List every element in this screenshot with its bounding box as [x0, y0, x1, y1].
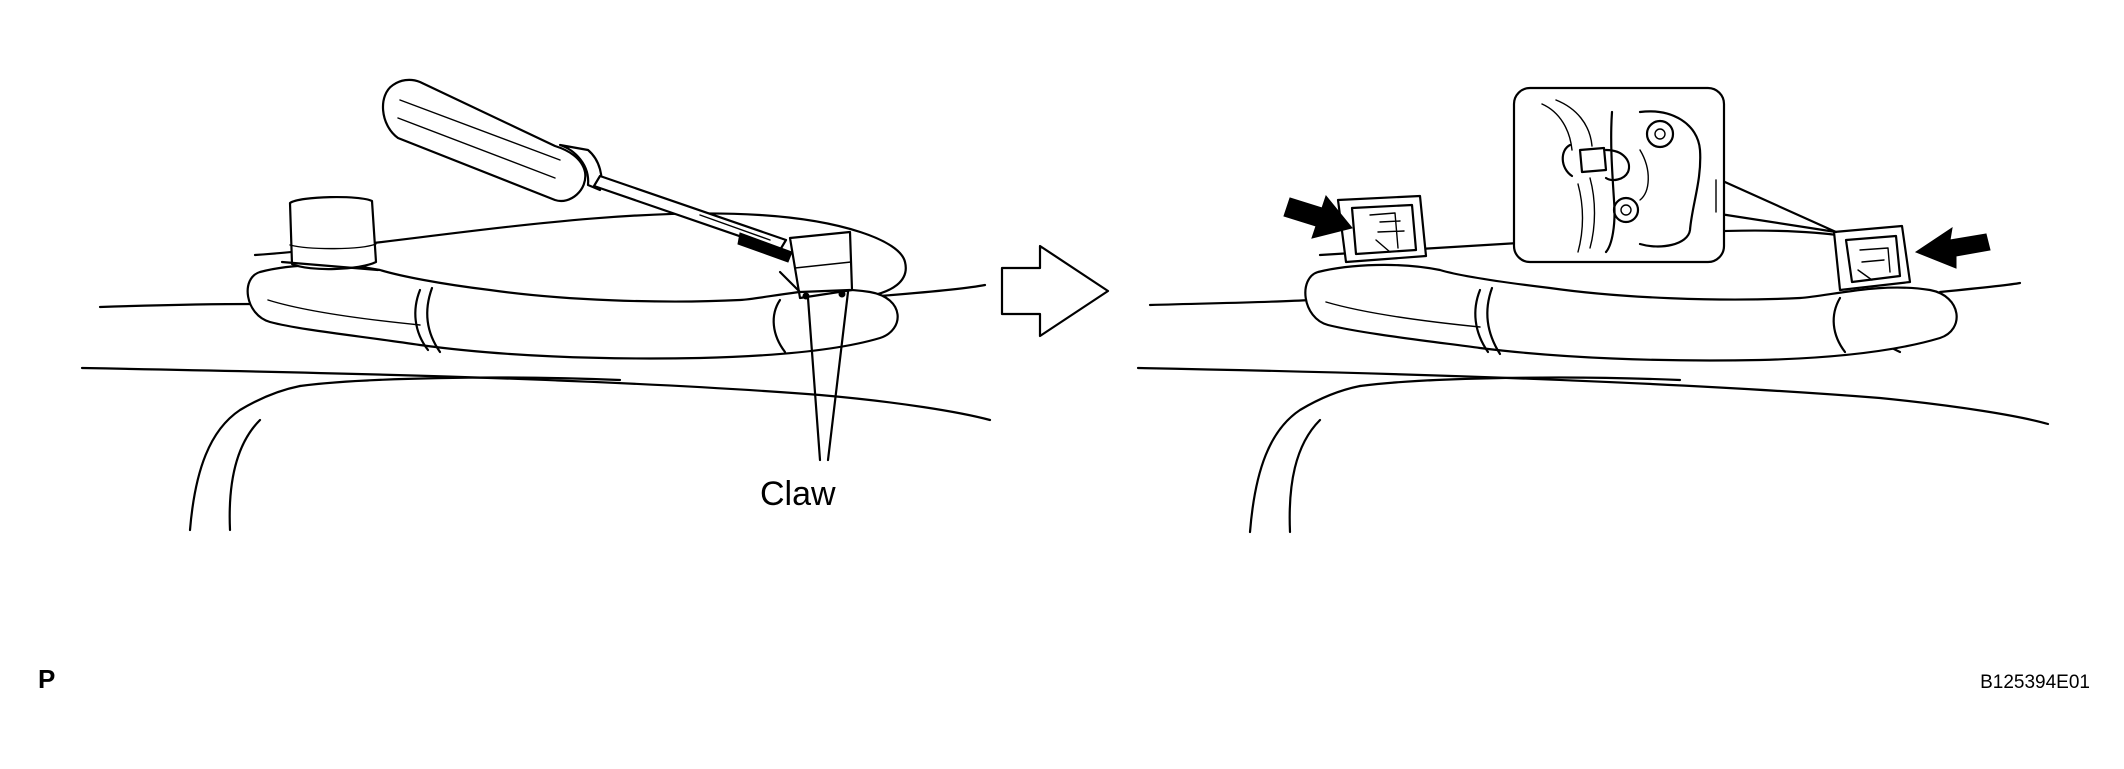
- right-opening-clip: [1832, 224, 1912, 292]
- pointer-arrow-left: [1283, 194, 1353, 239]
- assist-grip-right: [1304, 263, 1958, 362]
- detail-callout: [1512, 86, 1838, 264]
- left-opening-clip: [1336, 194, 1428, 264]
- left-end-cover: [280, 195, 380, 272]
- right-headliner: [1136, 229, 2050, 534]
- right-end-cover-pried: [778, 230, 854, 300]
- claw-leaders: [806, 290, 850, 462]
- left-panel: Claw: [80, 78, 992, 532]
- figure-code: B125394E01: [1980, 672, 2090, 693]
- claw-label: Claw: [760, 475, 836, 513]
- right-panel: [1136, 86, 2050, 534]
- hollow-right-arrow-icon: [1000, 244, 1110, 338]
- assist-grip-left: [246, 263, 899, 360]
- left-headliner: [80, 212, 992, 532]
- pointer-arrow-right: [1914, 226, 1991, 269]
- screwdriver-icon: [381, 78, 793, 263]
- corner-letter: P: [38, 664, 55, 694]
